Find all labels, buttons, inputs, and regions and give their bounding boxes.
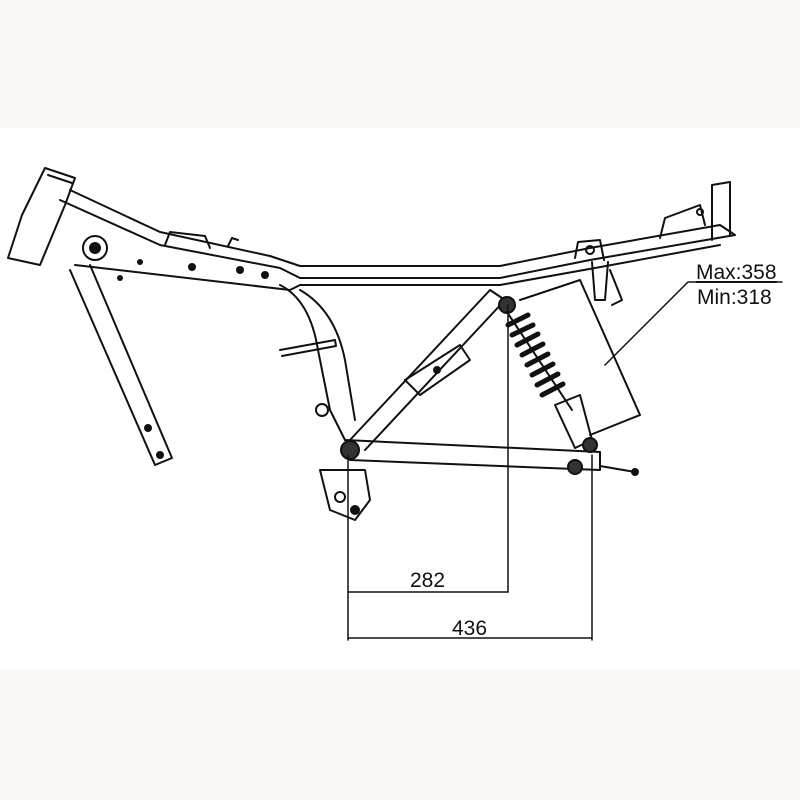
frame-strut <box>349 289 506 451</box>
leader-line <box>604 281 783 366</box>
shock-min-label: Min:318 <box>697 286 772 309</box>
shock-max-label: Max:358 <box>696 261 777 284</box>
dimension-436: 436 <box>452 617 488 640</box>
headstock <box>7 167 108 266</box>
dimension-282: 282 <box>410 569 446 592</box>
dimension-lines <box>347 304 593 641</box>
swingarm <box>344 439 601 471</box>
main-top-tube <box>59 189 736 279</box>
seat-tube <box>279 284 356 441</box>
rear-bracket <box>574 239 623 306</box>
down-tube <box>69 264 173 466</box>
rear-shock-absorber <box>498 279 641 453</box>
